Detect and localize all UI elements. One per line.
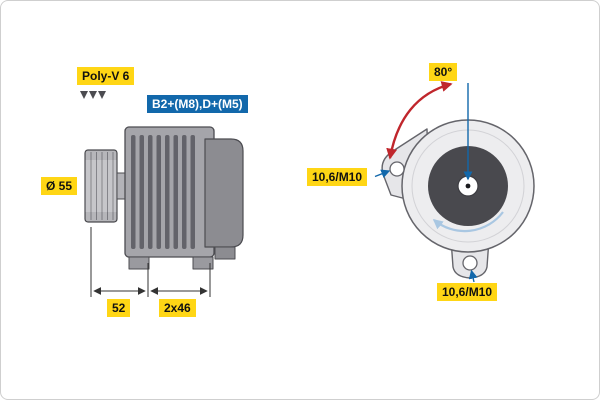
lug-hole-bottom: [462, 255, 478, 271]
stator-housing: [124, 126, 244, 270]
dimension-lines: [90, 227, 211, 297]
bolt-hole-bottom-label: 10,6/M10: [437, 283, 498, 301]
belt-type-label: Poly-V 6: [77, 67, 135, 85]
shaft-center-dot: [465, 183, 471, 189]
belt-profile-icon: [80, 91, 106, 99]
rotation-direction-arrow: [432, 211, 504, 233]
swing-angle-arc-arrow: [386, 81, 453, 160]
bottom-hole-pointer: [468, 269, 478, 283]
alternator-front-view: [374, 81, 535, 283]
mount-ear-front: [128, 256, 150, 270]
mount-ear-rear: [192, 256, 214, 270]
bolt-hole-left-label: 10,6/M10: [307, 168, 368, 186]
terminals-label: B2+(M8),D+(M5): [147, 95, 248, 113]
pulley: [84, 149, 118, 223]
left-hole-pointer: [374, 169, 391, 178]
pulley-diameter-label: Ø 55: [41, 177, 78, 195]
rear-foot: [214, 246, 236, 260]
swing-angle-label: 80°: [429, 63, 458, 81]
alternator-side-view: [80, 91, 244, 297]
dimension-52-label: 52: [107, 299, 131, 317]
dimension-2x46-label: 2x46: [159, 299, 196, 317]
pointer-lines: [374, 83, 478, 283]
cooling-fins: [131, 135, 195, 249]
lug-hole-left: [389, 161, 405, 177]
rear-housing: [204, 138, 244, 248]
